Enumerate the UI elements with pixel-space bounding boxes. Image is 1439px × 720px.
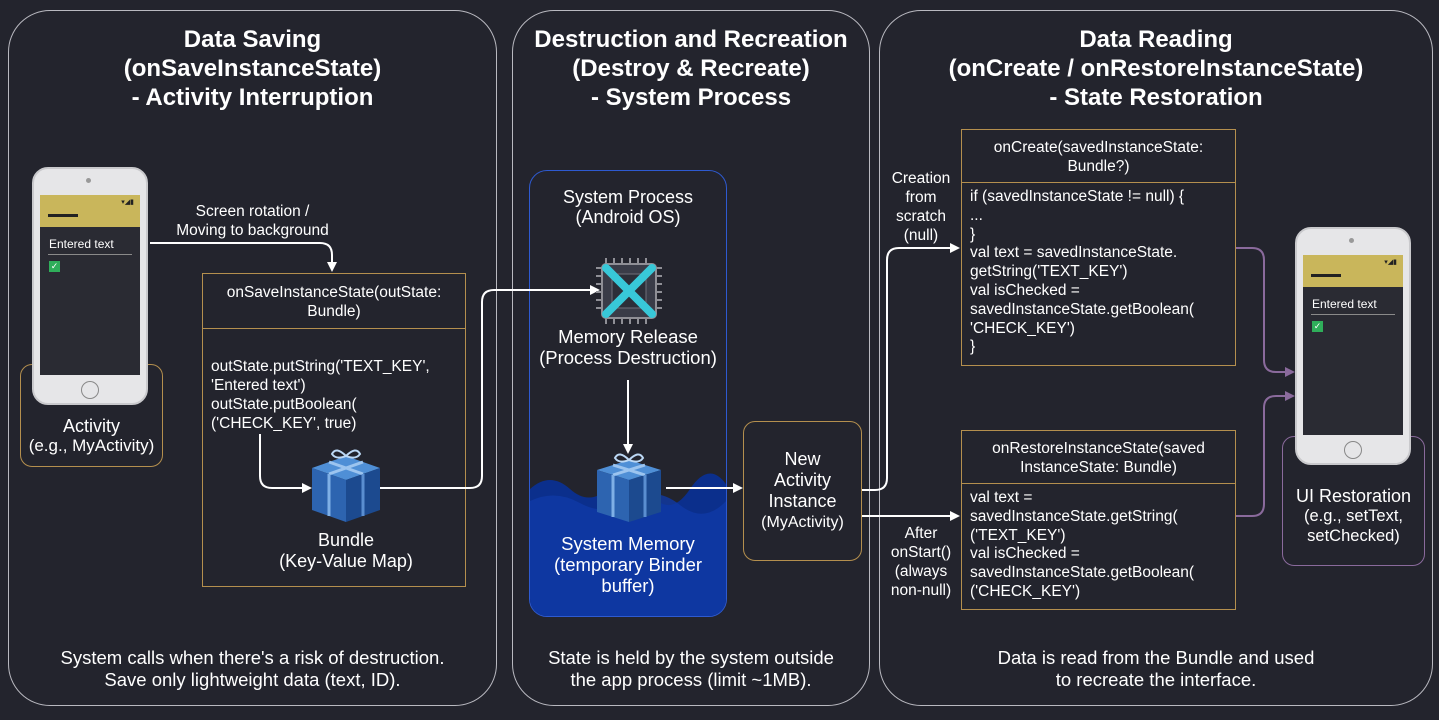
home-button-icon — [81, 381, 99, 399]
oncreate-box: onCreate(savedInstanceState: Bundle?) if… — [961, 129, 1236, 366]
status-icons: ▾◢▮ — [1384, 259, 1397, 266]
checkbox-checked-icon: ✓ — [49, 261, 60, 272]
panel-data-saving: Data Saving (onSaveInstanceState) - Acti… — [8, 10, 497, 706]
save-box-code: outState.putString('TEXT_KEY', 'Entered … — [211, 358, 430, 432]
ui-restoration-label: UI Restoration (e.g., setText, setChecke… — [1295, 486, 1412, 545]
panel-data-reading: Data Reading (onCreate / onRestoreInstan… — [879, 10, 1433, 706]
onrestore-box: onRestoreInstanceState(saved InstanceSta… — [961, 430, 1236, 610]
system-process-label: System Process (Android OS) — [562, 187, 694, 227]
memory-release-label: Memory Release (Process Destruction) — [539, 326, 717, 368]
after-onstart-label: After onStart() (always non-null) — [890, 525, 952, 599]
panel-footer-reading: Data is read from the Bundle and used to… — [997, 647, 1315, 690]
save-box-header: onSaveInstanceState(outState: Bundle) — [203, 274, 465, 329]
system-process-frame — [529, 170, 727, 617]
status-icons: ▾◢▮ — [121, 199, 134, 206]
trigger-label: Screen rotation / Moving to background — [176, 203, 329, 239]
panel-footer-saving: System calls when there's a risk of dest… — [60, 647, 445, 690]
text-field-underline — [1311, 314, 1395, 315]
phone-after: ▾◢▮ Entered text ✓ — [1295, 227, 1411, 465]
activity-label: Activity (e.g., MyActivity) — [28, 416, 155, 455]
phone-screen: ▾◢▮ Entered text ✓ — [1303, 255, 1403, 435]
app-bar: ▾◢▮ — [1303, 255, 1403, 287]
menu-line-icon — [1311, 274, 1341, 277]
system-memory-label: System Memory (temporary Binder buffer) — [553, 533, 703, 596]
panel-footer-process: State is held by the system outside the … — [548, 647, 834, 690]
text-field: Entered text — [1312, 297, 1377, 311]
text-field-underline — [48, 254, 132, 255]
memory-wave — [530, 473, 726, 616]
bundle-label: Bundle (Key-Value Map) — [279, 530, 413, 571]
camera-icon — [1349, 238, 1354, 243]
home-button-icon — [1344, 441, 1362, 459]
creation-from-scratch-label: Creation from scratch (null) — [891, 170, 951, 244]
app-bar: ▾◢▮ — [40, 195, 140, 227]
checkbox-checked-icon: ✓ — [1312, 321, 1323, 332]
panel-title-saving: Data Saving (onSaveInstanceState) - Acti… — [123, 26, 382, 111]
oncreate-box-header: onCreate(savedInstanceState: Bundle?) — [962, 130, 1235, 183]
onrestore-box-code: val text = savedInstanceState.getString(… — [970, 489, 1195, 600]
panel-destruction-recreation: Destruction and Recreation (Destroy & Re… — [512, 10, 870, 706]
camera-icon — [86, 178, 91, 183]
text-field: Entered text — [49, 237, 114, 251]
phone-before: ▾◢▮ Entered text ✓ — [32, 167, 148, 405]
menu-line-icon — [48, 214, 78, 217]
save-instance-state-box: onSaveInstanceState(outState: Bundle) ou… — [202, 273, 466, 587]
oncreate-box-code: if (savedInstanceState != null) { ... } … — [970, 188, 1195, 356]
new-activity-instance-box — [743, 421, 862, 561]
onrestore-box-header: onRestoreInstanceState(saved InstanceSta… — [962, 431, 1235, 484]
panel-title-process: Destruction and Recreation (Destroy & Re… — [534, 26, 848, 111]
panel-title-reading: Data Reading (onCreate / onRestoreInstan… — [948, 26, 1364, 111]
phone-screen: ▾◢▮ Entered text ✓ — [40, 195, 140, 375]
new-activity-instance-label: New Activity Instance (MyActivity) — [761, 449, 844, 531]
